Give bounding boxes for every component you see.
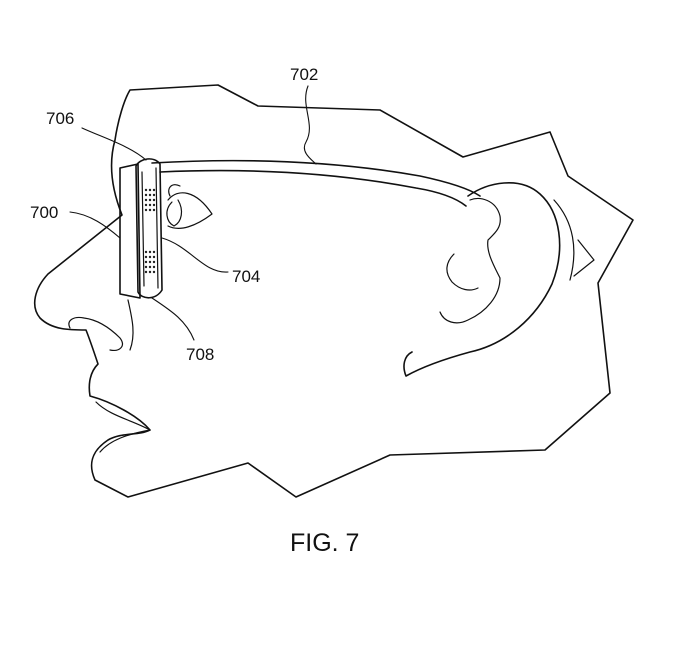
cheek-line	[127, 299, 134, 351]
lips-line	[95, 401, 151, 431]
leader-706	[81, 127, 147, 161]
leader-700	[69, 211, 121, 239]
label-708: 708	[186, 345, 214, 364]
mouth-line	[99, 429, 151, 453]
lens-front-edge	[155, 167, 159, 289]
device-housing	[119, 163, 141, 299]
ear-canal	[446, 253, 479, 291]
label-704: 704	[232, 267, 260, 286]
frame-temple-lower	[159, 169, 467, 207]
nostril	[68, 316, 123, 351]
label-700: 700	[30, 203, 58, 222]
leader-704	[161, 237, 229, 273]
ear-inner	[439, 197, 501, 324]
figure-caption: FIG. 7	[290, 529, 359, 557]
eyelid	[168, 184, 181, 197]
ear-outer	[403, 182, 561, 377]
eye-iris	[166, 199, 183, 227]
jaw-line	[573, 239, 595, 277]
label-706: 706	[46, 109, 74, 128]
leader-702	[303, 85, 317, 165]
eye-outline	[167, 192, 213, 229]
head-outline	[33, 84, 634, 498]
display-emitter-bottom	[144, 250, 156, 274]
ear-lobe-curve	[553, 199, 575, 281]
display-emitter-top	[144, 188, 156, 212]
label-702: 702	[290, 65, 318, 84]
lens-frame	[135, 158, 163, 299]
frame-temple-upper	[151, 159, 481, 197]
lens-inner-edge	[141, 171, 145, 287]
leader-708	[151, 297, 195, 341]
